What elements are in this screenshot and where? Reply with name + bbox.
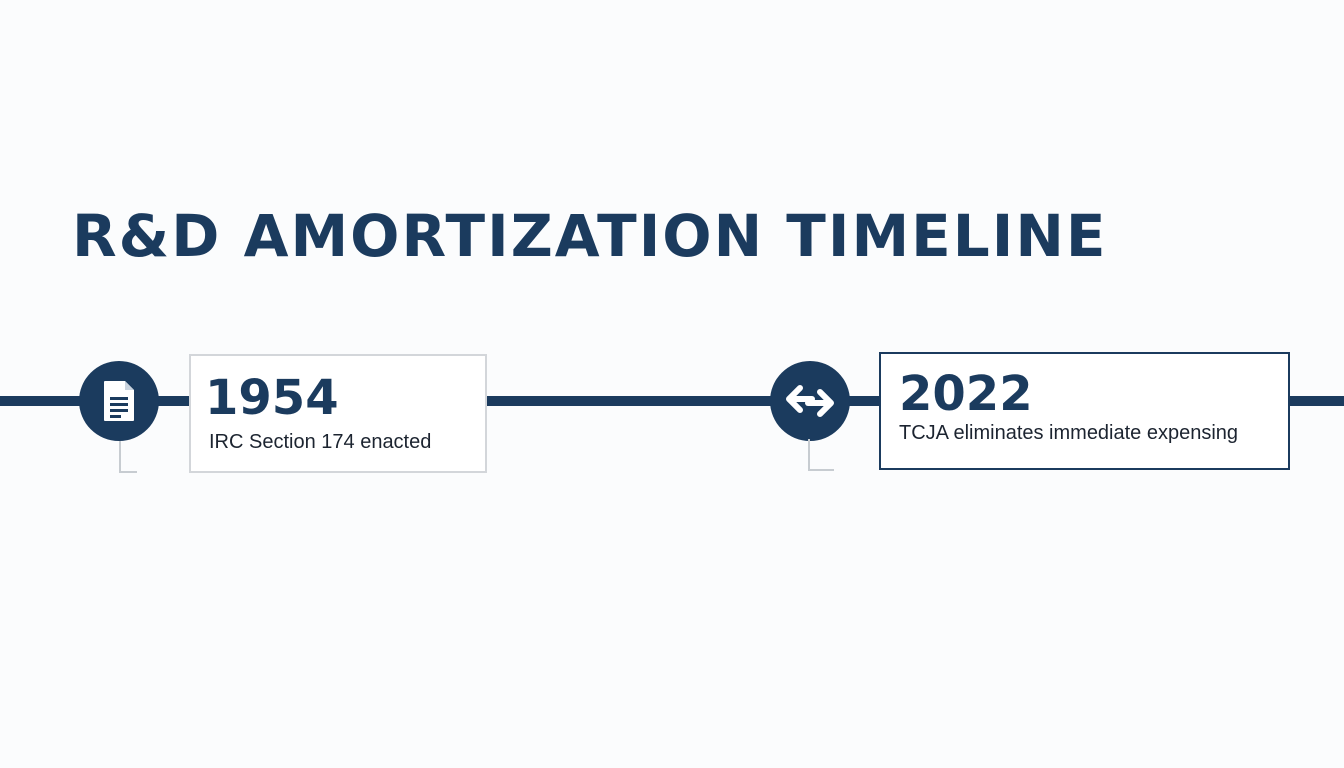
timeline-node-1954 (79, 361, 159, 441)
bidirectional-arrows-icon (786, 385, 834, 417)
event-year: 2022 (899, 366, 1033, 422)
document-icon (104, 381, 134, 421)
event-card-2022: 2022 TCJA eliminates immediate expensing (879, 352, 1290, 470)
event-description: IRC Section 174 enacted (209, 431, 432, 453)
connector-bracket (119, 441, 137, 473)
page-title: R&D AMORTIZATION TIMELINE (72, 202, 1108, 270)
event-year: 1954 (205, 370, 339, 426)
timeline-line (0, 396, 1344, 406)
connector-bracket (808, 439, 834, 471)
timeline-node-2022 (770, 361, 850, 441)
event-card-1954: 1954 IRC Section 174 enacted (189, 354, 487, 473)
event-description: TCJA eliminates immediate expensing (899, 422, 1239, 444)
